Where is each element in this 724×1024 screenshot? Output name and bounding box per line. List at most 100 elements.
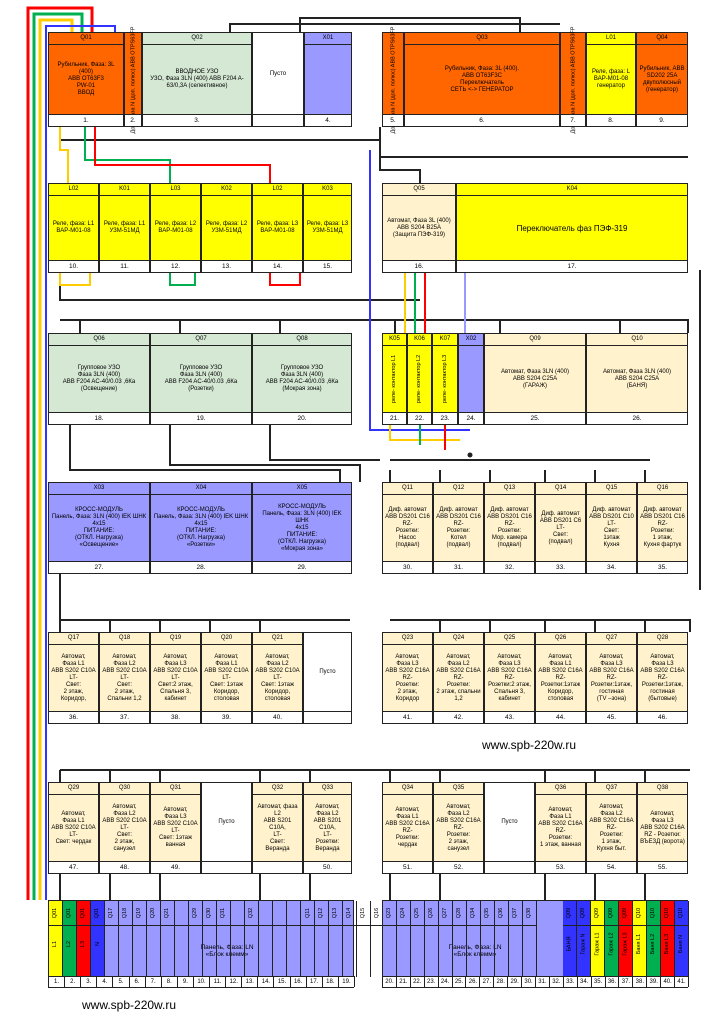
module-code: X04 <box>151 483 251 495</box>
module-code: Q24 <box>434 633 483 645</box>
module-description: Автомат, Фаза L2 ABB S202 C16A RZ- Розет… <box>436 653 481 702</box>
terminal-number: 33. <box>563 976 578 987</box>
module-number: 40. <box>253 711 302 723</box>
module-code: Q04 <box>637 33 687 45</box>
module-number: 42. <box>434 711 483 723</box>
terminal-number: 7. <box>145 976 162 987</box>
terminal-number: 15. <box>274 976 291 987</box>
terminal-head: Q30 <box>203 901 216 926</box>
module-code: X01 <box>305 33 351 45</box>
module-code: Q27 <box>587 633 636 645</box>
terminal-number: 11. <box>210 976 227 987</box>
module-description: Пусто <box>501 819 518 825</box>
terminal-number: 13. <box>242 976 259 987</box>
module-code: Q09 <box>485 334 585 346</box>
module-vertical-text: реле- контактор L2 <box>416 354 423 404</box>
module-code: Q08 <box>253 334 351 346</box>
module-vertical-label: реле- контактор L1 <box>383 345 406 413</box>
module-description: Переключатель фаз ПЭФ-319 <box>516 223 628 233</box>
module-description: Реле, фаза: L3 УЗМ-51МД <box>306 221 349 234</box>
terminal-head: Q25 <box>411 901 424 926</box>
terminal-number: 16. <box>290 976 307 987</box>
module-number: 31. <box>434 561 483 573</box>
terminal-head: Q16 <box>371 901 384 926</box>
module-number: 30. <box>383 561 432 573</box>
terminal-number: 8. <box>161 976 178 987</box>
module-vertical-label: Доп. фаза N (доп. полюс) ABB OTPS63FP <box>383 26 403 133</box>
outgoing-terminal-label: Гараж L1 <box>594 932 601 956</box>
terminal-number: 35. <box>591 976 606 987</box>
terminal-head: Q29 <box>189 901 202 926</box>
module-code: Q21 <box>253 633 302 645</box>
module-number: 4. <box>305 114 351 126</box>
terminal-head: Q28 <box>453 901 466 926</box>
module-description: Реле, фаза: L2 ВАР-М01-08 <box>154 221 197 234</box>
module-description: Рубильник, АВВ SD202 25A двуполюсный (ге… <box>639 65 685 93</box>
terminal-number: 21. <box>396 976 411 987</box>
module-code: K02 <box>202 184 251 196</box>
module-description: Диф. автомат ABB DS201 C16 RZ- Розетки: … <box>640 507 685 548</box>
module-code: Q31 <box>151 783 200 795</box>
terminal-number: 36. <box>605 976 620 987</box>
terminal-head: Q12 <box>315 901 328 926</box>
terminal-number: 37. <box>619 976 634 987</box>
module-code: L03 <box>151 184 200 196</box>
breaker-module: Пусто <box>252 32 304 127</box>
module-number: 51. <box>383 861 432 873</box>
terminal: Q15 <box>357 901 371 977</box>
module-number: 25. <box>485 412 585 424</box>
module-number: 26. <box>587 412 687 424</box>
module-description: Автомат, Фаза L1 ABB S202 C16A RZ- Розет… <box>385 807 430 848</box>
outgoing-terminal-label: Гараж L3 <box>622 932 629 956</box>
module-code: Q34 <box>383 783 432 795</box>
module-description: Автомат, Фаза L3 ABB S202 C16A RZ- Розет… <box>487 653 532 702</box>
terminal <box>231 901 245 977</box>
terminal-number: 2. <box>65 976 82 987</box>
module-code: Q15 <box>587 483 636 495</box>
module-description: Автомат, Фаза L1 ABB S202 C16A RZ- Розет… <box>538 807 583 848</box>
module-number: 8. <box>587 114 635 126</box>
module-description: Автомат, Фаза 3L (400) ABB S204 B25A (За… <box>387 217 451 238</box>
terminal-head <box>259 901 272 926</box>
module-code: Q33 <box>304 783 351 795</box>
module-vertical-text: реле- контактор L1 <box>391 354 398 404</box>
terminal: Q28 <box>453 901 467 977</box>
terminal-head: Q36 <box>495 901 508 926</box>
terminal-number: 22. <box>410 976 425 987</box>
module-code: X02 <box>459 334 483 346</box>
outgoing-terminal-head: Q09 <box>577 901 590 926</box>
module-number: 46. <box>638 711 687 723</box>
phase-terminal-head: Q01 <box>49 901 62 926</box>
module-description: Автомат, Фаза L1 ABB S202 C10A LT- Свет:… <box>204 653 249 702</box>
module-code: Q06 <box>49 334 149 346</box>
breaker-module: Пусто <box>303 632 352 724</box>
module-number: 41. <box>383 711 432 723</box>
module-number: 23. <box>433 412 457 424</box>
terminal-number: 6. <box>129 976 146 987</box>
terminal-head: Q14 <box>343 901 356 926</box>
terminal-number: 24. <box>438 976 453 987</box>
module-number: 15. <box>304 260 351 272</box>
module-number <box>202 861 251 873</box>
